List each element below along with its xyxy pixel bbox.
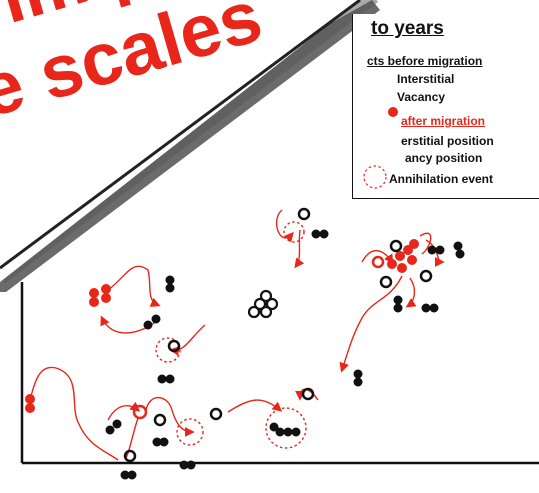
legend-section-before: cts before migration [367,54,482,68]
legend-annihilation: Annihilation event [389,172,493,186]
legend-interstitial-position: erstitial position [401,134,494,148]
legend-icons [353,14,539,198]
legend-box: to years cts before migration Interstiti… [352,14,539,199]
legend-vacancy: Vacancy [397,90,445,104]
legend-vacancy-position: ancy position [405,151,482,165]
legend-title: to years [371,18,444,40]
legend-section-after: after migration [401,114,485,128]
legend-interstitial: Interstitial [397,72,454,86]
